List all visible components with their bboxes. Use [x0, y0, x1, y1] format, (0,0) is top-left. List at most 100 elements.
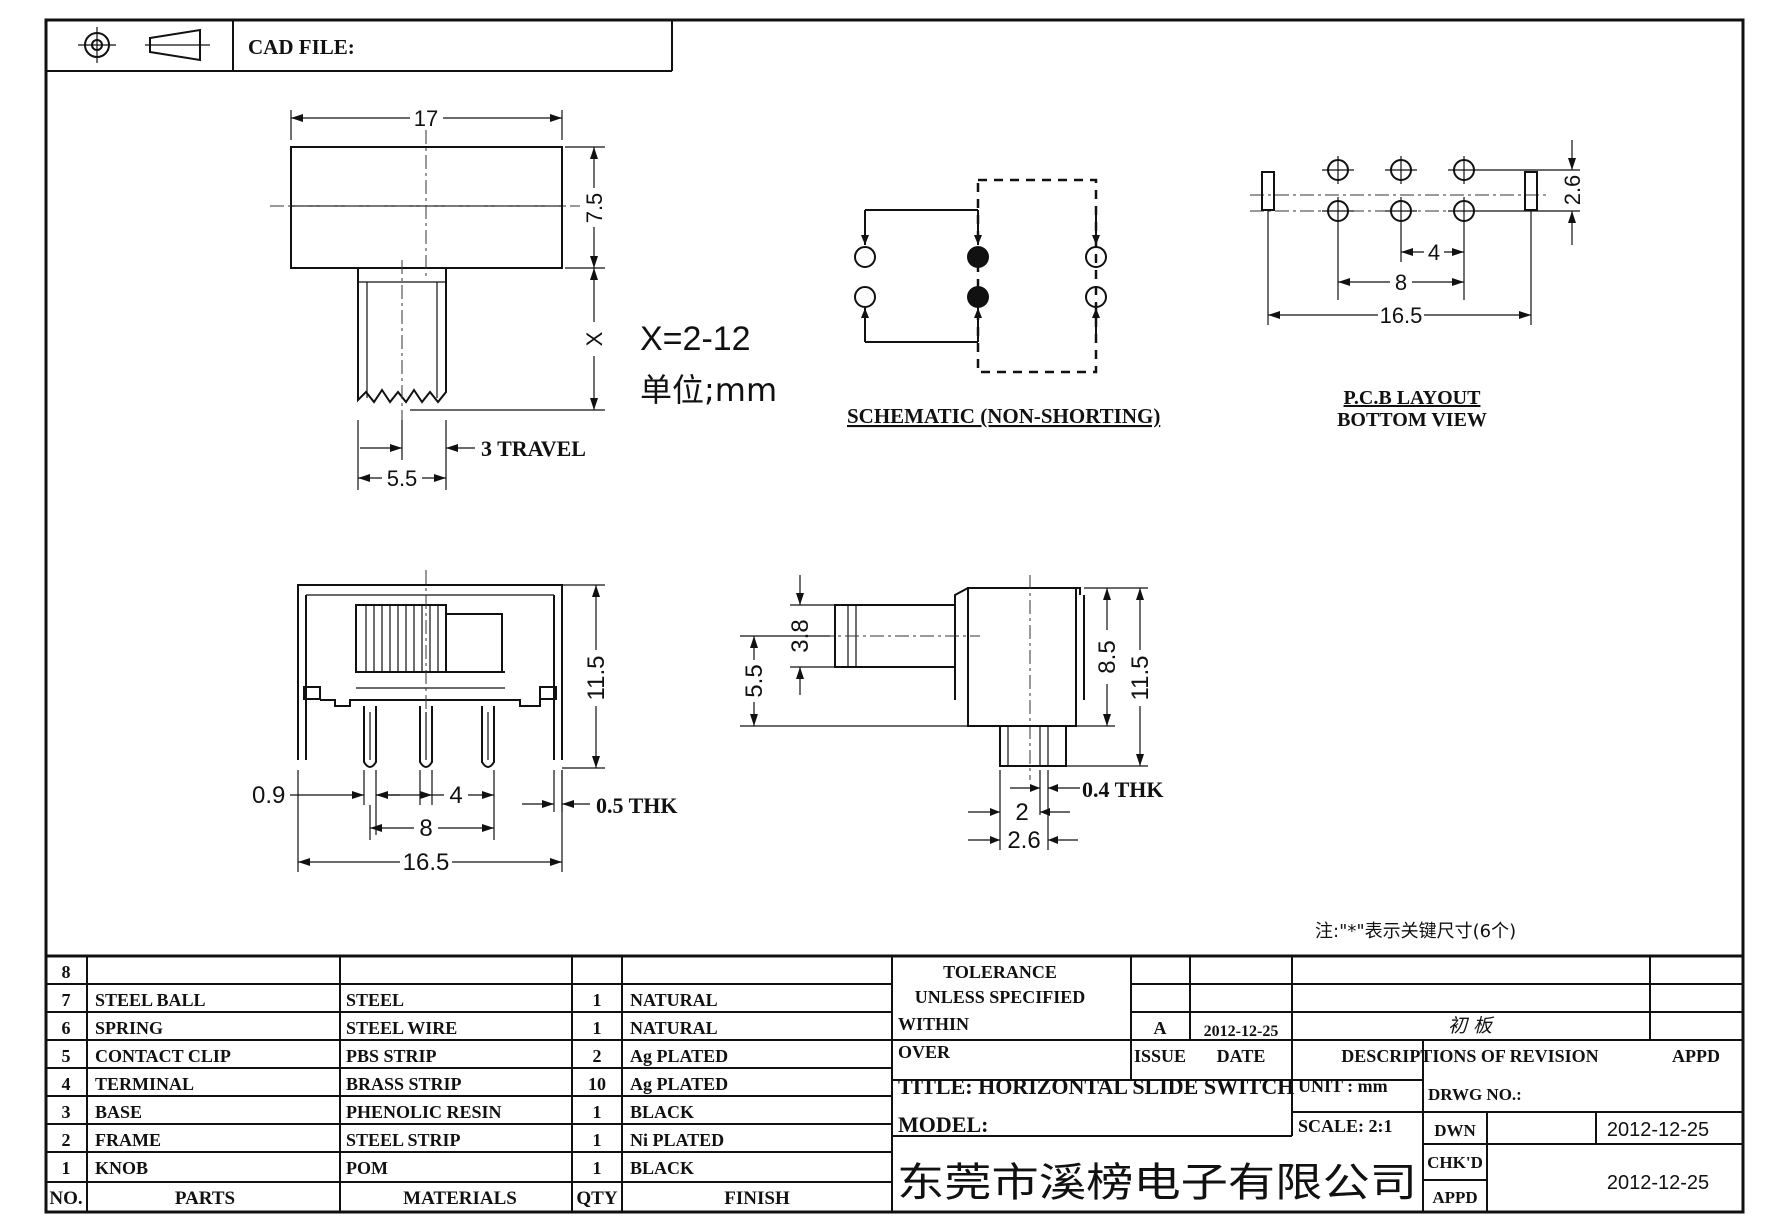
key-dimension-note: 注:"*"表示关键尺寸(6个) [1315, 921, 1516, 942]
bom-row-no: 3 [62, 1102, 71, 1122]
bom-header-materials: MATERIALS [403, 1188, 517, 1209]
title-block: TOLERANCE UNLESS SPECIFIED WITHIN OVER A… [892, 956, 1743, 1212]
top-height-dim: 7.5 [582, 193, 607, 224]
drawing-number-label: DRWG NO.: [1428, 1085, 1522, 1104]
within-label: WITHIN [898, 1014, 969, 1034]
bom-header-qty: QTY [576, 1188, 617, 1209]
bom-row-finish: Ag PLATED [630, 1046, 728, 1066]
checked-label: CHK'D [1427, 1153, 1483, 1172]
side-total-h-dim: 11.5 [1127, 656, 1154, 701]
front-height-dim: 11.5 [583, 656, 610, 701]
front-view: 11.5 0.9 4 8 16.5 0. [252, 570, 678, 876]
pcb-label-1: P.C.B LAYOUT [1344, 387, 1482, 409]
bom-row-material: PHENOLIC RESIN [346, 1102, 502, 1122]
bom-row-finish: BLACK [630, 1158, 694, 1178]
front-thk-dim: 0.5 THK [596, 793, 678, 818]
front-span-dim: 8 [419, 815, 432, 842]
over-label: OVER [898, 1042, 951, 1062]
bom-row-part: TERMINAL [95, 1074, 194, 1094]
scale-field: SCALE: 2:1 [1298, 1116, 1393, 1136]
bom-row-part: KNOB [95, 1158, 148, 1178]
side-pin-span-dim: 2.6 [1007, 827, 1040, 854]
drawn-date: 2012-12-25 [1607, 1119, 1709, 1141]
bom-row-no: 5 [62, 1046, 71, 1066]
top-x-dim: X [582, 331, 607, 346]
cad-file-label: CAD FILE: [248, 35, 355, 59]
issue-value: A [1154, 1018, 1167, 1038]
drawing-title: TITLE: HORIZONTAL SLIDE SWITCH [898, 1074, 1294, 1099]
side-pin-w-dim: 2 [1015, 799, 1028, 826]
pcb-layout: 2.6 4 8 16.5 P.C.B LAYOUT BOTTOM VIEW [1250, 140, 1585, 431]
bom-row-part: SPRING [95, 1018, 163, 1038]
projection-symbol-icon [78, 27, 210, 63]
bom-row-finish: NATURAL [630, 1018, 718, 1038]
drawn-label: DWN [1434, 1121, 1476, 1140]
knob-width-dim: 5.5 [387, 466, 418, 491]
approved-label: APPD [1432, 1188, 1477, 1207]
issue-date: 2012-12-25 [1204, 1023, 1279, 1040]
bom-row-material: STEEL STRIP [346, 1130, 461, 1150]
x-range-label: X=2-12 [640, 320, 751, 358]
bom-row-qty: 2 [593, 1046, 602, 1066]
bom-row-no: 7 [62, 990, 71, 1010]
bom-row-material: BRASS STRIP [346, 1074, 462, 1094]
unit-field: UNIT : mm [1298, 1076, 1388, 1096]
bom-row-no: 1 [62, 1158, 71, 1178]
bom-row-qty: 1 [593, 1018, 602, 1038]
bom-row-finish: NATURAL [630, 990, 718, 1010]
pcb-pitch-dim: 4 [1428, 240, 1440, 265]
front-pin-dim: 0.9 [252, 782, 285, 809]
model-label: MODEL: [898, 1112, 988, 1137]
issue-label: ISSUE [1134, 1046, 1186, 1066]
bom-row-qty: 10 [588, 1074, 606, 1094]
bom-header-no: NO. [49, 1188, 82, 1209]
tolerance-line-1: TOLERANCE [943, 962, 1057, 982]
sheet-border [44, 18, 1745, 1214]
bom-row-no: 4 [62, 1074, 71, 1094]
bom-row-material: STEEL [346, 990, 404, 1010]
bom-row-material: STEEL WIRE [346, 1018, 457, 1038]
front-pitch-dim: 4 [449, 782, 462, 809]
bom-row-part: BASE [95, 1102, 142, 1122]
unit-label: 单位;mm [640, 371, 777, 409]
front-total-dim: 16.5 [403, 849, 450, 876]
company-name: 东莞市溪榜电子有限公司 [897, 1160, 1417, 1206]
pcb-pitch-y-dim: 2.6 [1560, 175, 1585, 206]
travel-dim: 3 TRAVEL [481, 436, 586, 461]
bom-row-no: 2 [62, 1130, 71, 1150]
bom-row-no: 6 [62, 1018, 71, 1038]
date-label: DATE [1217, 1046, 1266, 1066]
revision-desc: 初 板 [1448, 1015, 1495, 1037]
bom-row-finish: BLACK [630, 1102, 694, 1122]
top-width-dim: 17 [414, 106, 438, 131]
bom-header-finish: FINISH [724, 1188, 790, 1209]
appd-header: APPD [1672, 1046, 1720, 1066]
bom-row-finish: Ni PLATED [630, 1130, 724, 1150]
pcb-total-dim: 16.5 [1380, 303, 1423, 328]
bom-row-part: STEEL BALL [95, 990, 206, 1010]
top-view: 17 7.5 X X=2-12 单位;mm 3 TRAVEL 5.5 [270, 106, 777, 491]
checked-date: 2012-12-25 [1607, 1172, 1709, 1194]
tolerance-line-2: UNLESS SPECIFIED [915, 987, 1086, 1007]
revision-desc-label: DESCRIPTIONS OF REVISION [1341, 1046, 1598, 1066]
bom-row-finish: Ag PLATED [630, 1074, 728, 1094]
bom-row-qty: 1 [593, 1158, 602, 1178]
pcb-label-2: BOTTOM VIEW [1337, 409, 1487, 431]
bom-row-qty: 1 [593, 1102, 602, 1122]
pcb-span-dim: 8 [1395, 270, 1407, 295]
bom-row-qty: 1 [593, 1130, 602, 1150]
schematic-label: SCHEMATIC (NON-SHORTING) [847, 404, 1160, 428]
schematic-diagram: SCHEMATIC (NON-SHORTING) [847, 178, 1160, 428]
bom-row-part: FRAME [95, 1130, 161, 1150]
side-body-h-dim: 8.5 [1094, 640, 1121, 673]
bom-row-part: CONTACT CLIP [95, 1046, 231, 1066]
side-view: 3.8 5.5 8.5 11.5 0.4 THK 2 [740, 575, 1164, 854]
bom-row-material: POM [346, 1158, 388, 1178]
side-thk-dim: 0.4 THK [1082, 777, 1164, 802]
bom-row-no: 8 [62, 962, 71, 982]
bom-row-material: PBS STRIP [346, 1046, 437, 1066]
bom-row-qty: 1 [593, 990, 602, 1010]
bom-header-parts: PARTS [175, 1188, 235, 1209]
